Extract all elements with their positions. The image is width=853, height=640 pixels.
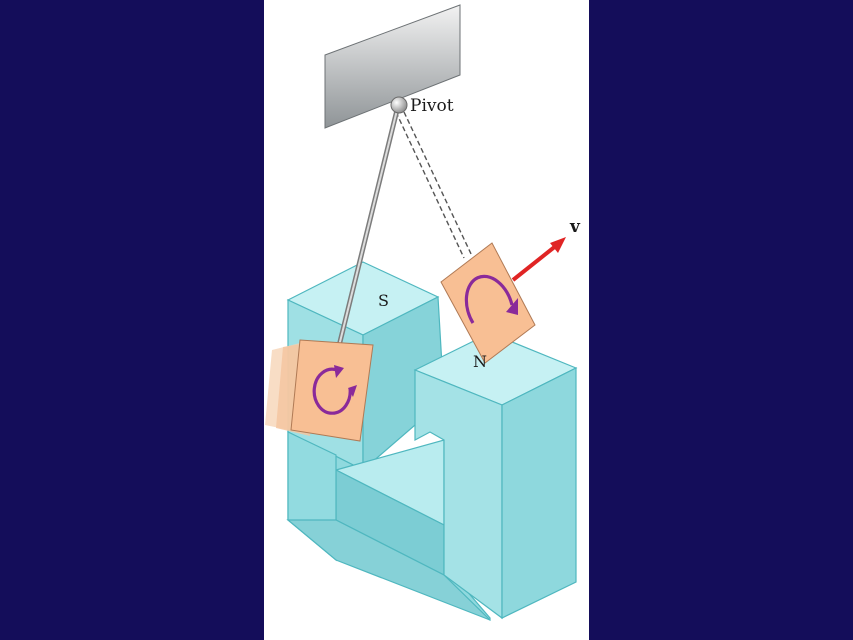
hanging-plate-face — [290, 339, 374, 442]
circular-arrow-icon — [464, 274, 518, 324]
velocity-label: v — [569, 217, 581, 237]
north-pole-label: N — [473, 352, 487, 371]
south-pole-label: S — [378, 291, 389, 310]
moving-plate — [440, 242, 536, 364]
pendulum-rod-highlight — [337, 105, 399, 351]
circular-arrow-icon — [312, 365, 357, 415]
magnet-base — [286, 431, 491, 621]
arrow-icon — [511, 237, 566, 282]
ceiling-support — [324, 4, 461, 129]
magnet-base-bottom — [286, 519, 491, 621]
magnet-n-front — [501, 367, 577, 619]
magnet-n-pillar — [413, 332, 578, 620]
pivot-ball — [390, 96, 408, 114]
hanging-plate — [265, 339, 374, 442]
moving-plate-face — [440, 242, 536, 364]
dashed-rod-outline — [395, 111, 473, 259]
pivot-label: Pivot — [410, 96, 454, 116]
